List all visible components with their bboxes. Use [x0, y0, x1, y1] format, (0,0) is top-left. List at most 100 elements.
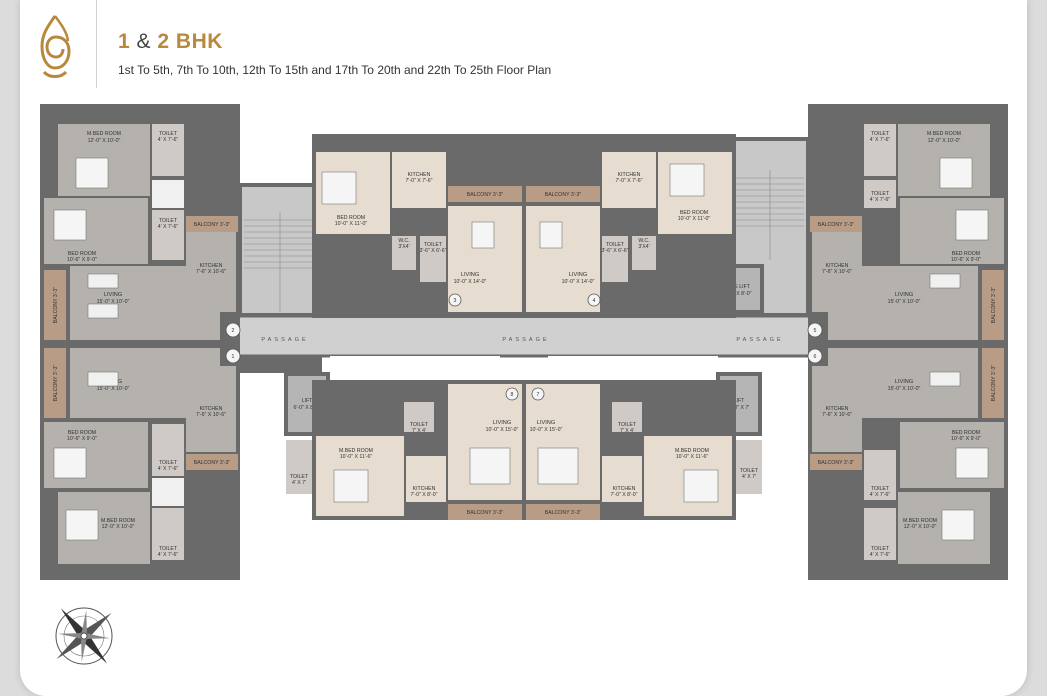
passage-label-left: PASSAGE [261, 337, 308, 343]
balcony-left-lower: BALCONY 3'-3" [194, 460, 231, 466]
living-left-upper: LIVING [104, 292, 122, 298]
balcony-right-vert-upper: BALCONY 3'-3" [991, 287, 997, 324]
toilet-right-lower-size: 4' X 7'-6" [870, 492, 891, 498]
toilet-lower-left-size: 4' X 7' [292, 480, 306, 486]
kitchen-left-lower-size: 7'-6" X 10'-6" [196, 412, 226, 418]
mbed-center-right-size: 10'-0" X 11'-6" [676, 454, 709, 460]
living-right-lower: LIVING [895, 379, 913, 385]
living-left-upper-size: 15'-0" X 10'-0" [97, 299, 130, 305]
header-divider [96, 0, 97, 88]
balcony-left-vert-lower: BALCONY 3'-3" [53, 365, 59, 402]
bed-right-lower-size: 10'-6" X 9'-0" [951, 436, 981, 442]
mbed-left-lower: M.BED ROOM [101, 518, 135, 524]
toilet-center-right-size: 3'-6" X 6'-6" [601, 248, 628, 254]
right-wing-lower: LIVING 15'-0" X 10'-0" BALCONY 3'-3" KIT… [807, 344, 1008, 580]
living-center-right-size: 10'-0" X 14'-0" [562, 279, 595, 285]
central-core: FIRE LIFT 6'-0" X 8'-0" PASSAGE PASSAGE … [196, 137, 850, 436]
flat-number-3: 3 [454, 298, 457, 304]
kitchen-right-upper: KITCHEN [826, 263, 849, 269]
balcony-right-lower: BALCONY 3'-3" [818, 460, 855, 466]
toilet-center-left: TOILET [424, 242, 443, 248]
kitchen-center-left-size: 7'-0" X 7'-6" [405, 178, 432, 184]
toilet-left-lower-b: TOILET [159, 546, 178, 552]
kitchen-lower-right-size: 7'-0" X 8'-0" [610, 492, 637, 498]
center-lower-flats: M.BED ROOM 10'-0" X 11'-6" TOILET 4' X 7… [286, 380, 762, 520]
mbed-left-lower-size: 12'-0" X 10'-0" [102, 524, 135, 530]
toilet-left-upper-b: TOILET [159, 218, 178, 224]
flat-number-5: 5 [814, 328, 817, 334]
mbed-right-upper: M.BED ROOM [927, 131, 961, 137]
left-wing-lower: LIVING 15'-0" X 10'-0" BALCONY 3'-3" KIT… [40, 344, 241, 580]
wc-center-left: W.C. [398, 238, 409, 244]
kitchen-lower-left-size: 7'-0" X 8'-0" [410, 492, 437, 498]
mbed-right-lower-size: 12'-0" X 10'-0" [904, 524, 937, 530]
toilet-left-upper: TOILET [159, 131, 178, 137]
balcony-left-upper: BALCONY 3'-3" [194, 222, 231, 228]
passage-label-right: PASSAGE [736, 337, 783, 343]
kitchen-center-left: KITCHEN [408, 172, 431, 178]
bed-left-upper: BED ROOM [68, 251, 96, 257]
living-right-upper-size: 15'-0" X 10'-0" [888, 299, 921, 305]
kitchen-left-lower: KITCHEN [200, 406, 223, 412]
toilet-right-lower: TOILET [871, 486, 890, 492]
mbed-center-left-size: 10'-0" X 11'-6" [340, 454, 373, 460]
living-lower-left: LIVING [493, 420, 511, 426]
page-subtitle: 1st To 5th, 7th To 10th, 12th To 15th an… [118, 63, 552, 77]
toilet-lower-center-left-size: 7' X 4' [412, 428, 426, 434]
toilet-left-upper-size: 4' X 7'-6" [158, 137, 179, 143]
fire-lift-size: 6'-0" X 8'-0" [724, 291, 751, 297]
kitchen-right-lower: KITCHEN [826, 406, 849, 412]
center-upper-flats: BED ROOM 10'-0" X 11'-0" KITCHEN 7'-0" X… [312, 134, 736, 318]
kitchen-left-upper: KITCHEN [200, 263, 223, 269]
living-lower-left-size: 10'-0" X 15'-0" [486, 427, 519, 433]
flat-number-8: 8 [511, 392, 514, 398]
toilet-right-upper-b: TOILET [871, 191, 890, 197]
bed-center-left-size: 10'-0" X 11'-0" [335, 221, 368, 227]
balcony-center-right: BALCONY 3'-3" [545, 192, 582, 198]
mbed-center-right: M.BED ROOM [675, 448, 709, 454]
toilet-right-upper-b-size: 4' X 7'-6" [870, 197, 891, 203]
flat-number-2: 2 [232, 328, 235, 334]
kitchen-center-right: KITCHEN [618, 172, 641, 178]
lift-size-right: 6'-0" X 7' [729, 405, 750, 411]
living-lower-right-size: 10'-0" X 15'-0" [530, 427, 563, 433]
flat-number-6: 6 [814, 354, 817, 360]
toilet-left-upper-b-size: 4' X 7'-6" [158, 224, 179, 230]
mbed-left-upper: M.BED ROOM [87, 131, 121, 137]
toilet-center-left-size: 3'-6" X 6'-6" [419, 248, 446, 254]
bed-left-lower: BED ROOM [68, 430, 96, 436]
bed-left-upper-size: 10'-6" X 9'-0" [67, 257, 97, 263]
mbed-left-upper-size: 12'-0" X 10'-0" [88, 138, 121, 144]
kitchen-right-lower-size: 7'-6" X 10'-6" [822, 412, 852, 418]
bed-right-upper-size: 10'-6" X 9'-0" [951, 257, 981, 263]
fire-lift-label: FIRE LIFT [726, 284, 751, 290]
bed-right-lower: BED ROOM [952, 430, 980, 436]
mbed-right-lower: M.BED ROOM [903, 518, 937, 524]
kitchen-right-upper-size: 7'-6" X 10'-6" [822, 269, 852, 275]
living-right-lower-size: 15'-0" X 10'-0" [888, 386, 921, 392]
toilet-lower-center-left: TOILET [410, 422, 429, 428]
kitchen-lower-left: KITCHEN [413, 486, 436, 492]
toilet-center-right: TOILET [606, 242, 625, 248]
wc-center-left-size: 3'X4' [398, 244, 409, 250]
flat-number-1: 1 [232, 354, 235, 360]
living-left-lower-size: 15'-0" X 10'-0" [97, 386, 130, 392]
balcony-right-upper: BALCONY 3'-3" [818, 222, 855, 228]
living-lower-right: LIVING [537, 420, 555, 426]
compass-rose-icon [55, 607, 113, 665]
mbed-right-upper-size: 12'-0" X 10'-0" [928, 138, 961, 144]
toilet-left-lower-size: 4' X 7'-6" [158, 466, 179, 472]
balcony-center-left: BALCONY 3'-3" [467, 192, 504, 198]
living-center-left-size: 10'-0" X 14'-0" [454, 279, 487, 285]
bed-center-right-size: 10'-0" X 11'-0" [678, 216, 711, 222]
page-title: 1 & 2 BHK [118, 30, 223, 53]
living-right-upper: LIVING [895, 292, 913, 298]
toilet-lower-center-right-size: 7' X 4' [620, 428, 634, 434]
kitchen-center-right-size: 7'-0" X 7'-6" [615, 178, 642, 184]
balcony-left-vert-upper: BALCONY 3'-3" [53, 287, 59, 324]
toilet-right-lower-b-size: 4' X 7'-6" [870, 552, 891, 558]
living-center-right: LIVING [569, 272, 587, 278]
left-wing-upper: M.BED ROOM 12'-0" X 10'-0" TOILET 4' X 7… [40, 104, 241, 344]
lift-label-left: LIFT [302, 398, 313, 404]
